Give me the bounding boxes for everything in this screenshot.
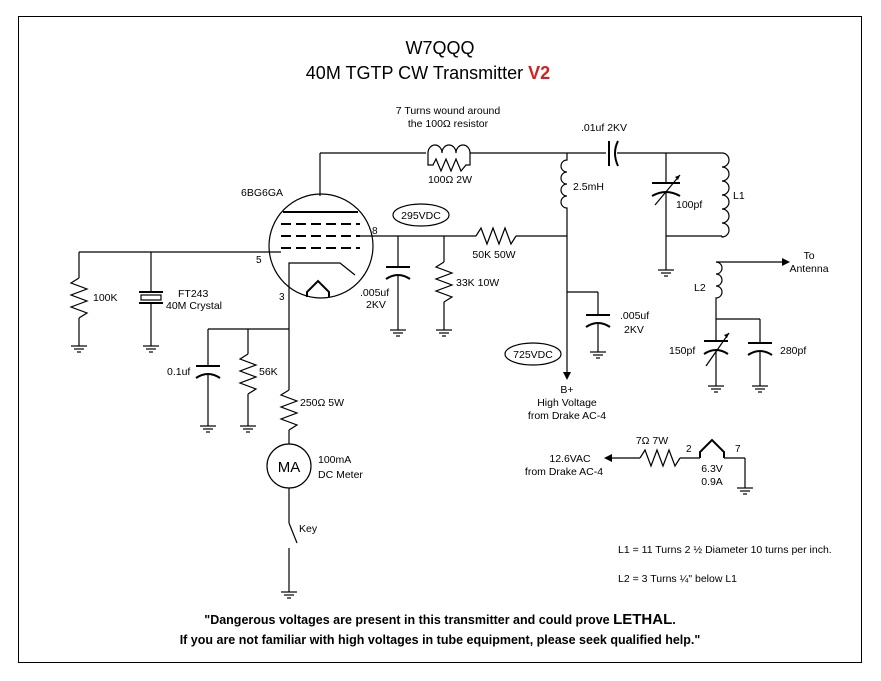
ground-symbol-load-cap (707, 377, 725, 393)
antenna-arrow (782, 258, 790, 266)
warning-pre: "Dangerous voltages are present in this … (204, 613, 613, 627)
fixed-cap-label: 280pf (780, 345, 806, 357)
ground-symbol-crystal (142, 337, 160, 353)
pin-plate: 8 (372, 226, 378, 237)
title-text: 40M TGTP CW Transmitter (306, 63, 528, 83)
ground-symbol-bleeder (435, 321, 453, 337)
l2-coil (715, 261, 723, 319)
warning-line-2: If you are not familiar with high voltag… (180, 633, 701, 647)
ground-symbol-grid-res (70, 337, 88, 353)
screen-resistor (475, 226, 517, 246)
heater-label-2: 0.9A (701, 476, 723, 488)
ground-symbol-bypass (589, 343, 607, 359)
series-resistor (279, 389, 299, 431)
key-label: Key (299, 523, 318, 535)
heater-label-1: 6.3V (701, 463, 723, 475)
tune-cap-arrow (654, 174, 681, 206)
series-resistor-label: 250Ω 5W (300, 397, 344, 409)
l1-label: L1 (733, 190, 745, 202)
crystal-body (140, 294, 162, 301)
heater-pin-a: 2 (686, 444, 692, 455)
tune-cap-label: 100pf (676, 199, 702, 211)
title-main: 40M TGTP CW Transmitter V2 (306, 63, 550, 83)
ground-symbol-cathode-cap (199, 417, 217, 433)
cathode-res-label: 56K (259, 366, 278, 378)
heater-pin-b: 7 (735, 444, 741, 455)
rfc-coil (560, 153, 568, 235)
note-l2: L2 = 3 Turns ¼" below L1 (618, 573, 737, 585)
heater-input-label-2: from Drake AC-4 (525, 466, 603, 478)
screen-resistor-label: 50K 50W (472, 249, 515, 261)
ground-symbol-cathode-res (239, 417, 257, 433)
screen-voltage: 295VDC (401, 210, 441, 222)
tube-heater (306, 279, 330, 297)
bplus-label-3: from Drake AC-4 (528, 410, 606, 422)
load-cap-arrowhead (724, 333, 729, 338)
grid-resistor-label: 100K (93, 292, 118, 304)
screen-cap-label-2: 2KV (366, 299, 386, 311)
ground-symbol-fixed-cap (751, 377, 769, 393)
heater-input-arrow (604, 454, 612, 462)
load-cap-arrow (705, 332, 730, 367)
antenna-label-2: Antenna (789, 263, 828, 275)
title-callsign: W7QQQ (405, 38, 474, 58)
heater-input-label-1: 12.6VAC (549, 453, 591, 465)
parasitic-choke-coil (427, 144, 471, 154)
tube-cathode (288, 262, 356, 288)
screen-voltage-badge (392, 203, 450, 227)
choke-value: 100Ω 2W (428, 174, 472, 186)
warning-line-1: "Dangerous voltages are present in this … (204, 611, 675, 628)
choke-note-2: the 100Ω resistor (408, 118, 489, 130)
bplus-voltage: 725VDC (513, 349, 553, 361)
crystal-label-2: 40M Crystal (166, 300, 222, 312)
crystal-label-1: FT243 (178, 288, 209, 300)
heater-resistor (639, 448, 681, 468)
choke-note-1: 7 Turns wound around (396, 105, 501, 117)
bypass-label-1: .005uf (620, 310, 649, 322)
rfc-label: 2.5mH (573, 181, 604, 193)
ground-symbol-screen-cap (389, 321, 407, 337)
bleeder-label: 33K 10W (456, 277, 499, 289)
load-cap-label: 150pf (669, 345, 695, 357)
antenna-label-1: To (803, 250, 814, 262)
pin-cathode: 3 (279, 292, 285, 303)
tune-cap-arrowhead (675, 175, 680, 180)
cathode-resistor (238, 353, 258, 395)
pin-grid: 5 (256, 255, 262, 266)
ground-symbol-tank (657, 261, 675, 277)
grid-resistor (69, 277, 89, 319)
meter-label-1: 100mA (318, 454, 351, 466)
bplus-label-2: High Voltage (537, 397, 597, 409)
diagram-frame (18, 16, 862, 663)
bplus-voltage-badge (504, 342, 562, 366)
note-l1: L1 = 11 Turns 2 ½ Diameter 10 turns per … (618, 544, 832, 556)
tube-name: 6BG6GA (241, 187, 283, 199)
l1-coil (721, 152, 730, 238)
ground-symbol-key (280, 583, 298, 599)
screen-cap-label-1: .005uf (360, 287, 389, 299)
meter-text: MA (278, 459, 301, 476)
bypass-label-2: 2KV (624, 324, 644, 336)
bplus-label-1: B+ (560, 384, 573, 396)
coupling-cap-label: .01uf 2KV (581, 122, 627, 134)
warning-lethal: LETHAL (613, 611, 672, 628)
warning-post: . (672, 613, 675, 627)
meter-label-2: DC Meter (318, 469, 363, 481)
title-version: V2 (528, 63, 550, 83)
bleeder-resistor (434, 261, 454, 303)
heater-res-label: 7Ω 7W (636, 435, 668, 447)
l2-label: L2 (694, 282, 706, 294)
ground-symbol-heater (736, 479, 754, 495)
tube-envelope (268, 193, 374, 299)
heater-filament (699, 438, 725, 458)
cathode-cap-label: 0.1uf (167, 366, 190, 378)
bplus-arrow (563, 372, 571, 380)
choke-resistor (427, 153, 471, 173)
key-switch (288, 522, 298, 544)
coupling-cap-plate-b (614, 140, 619, 167)
